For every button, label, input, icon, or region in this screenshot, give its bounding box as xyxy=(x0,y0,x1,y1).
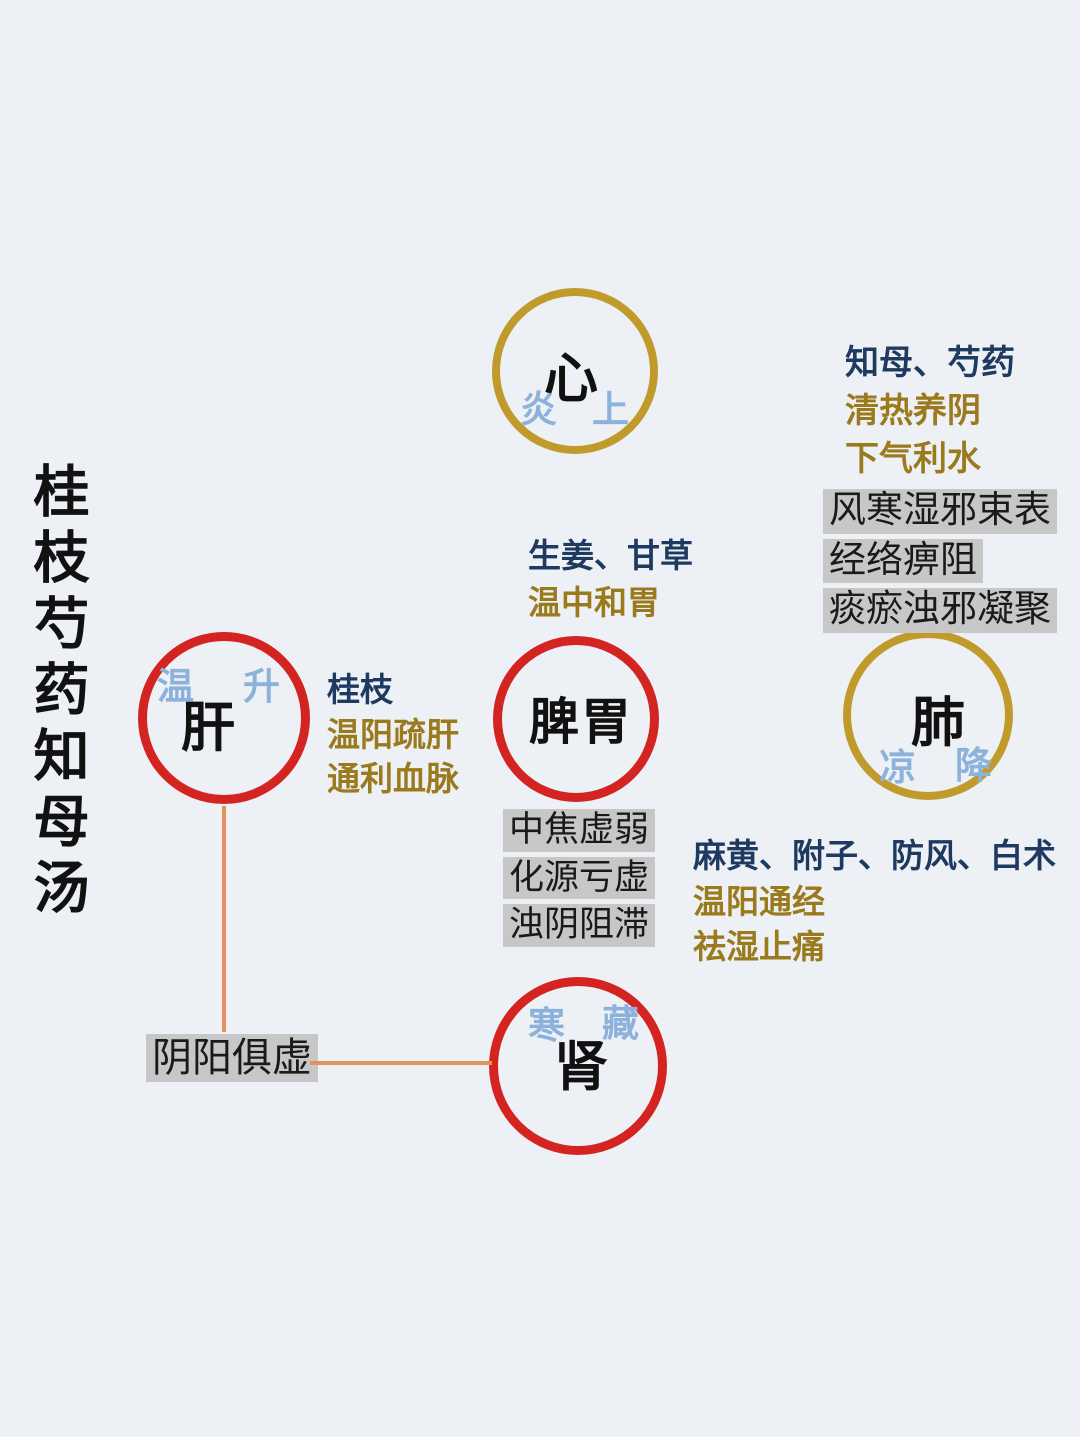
organ-label-lung: 肺 xyxy=(911,693,965,753)
note-heart-herbs: 知母、芍药 清热养阴 下气利水 xyxy=(845,344,1015,487)
herb-action-liver-2: 通利血脉 xyxy=(327,762,459,799)
direction-label-lung-left: 凉 xyxy=(879,748,916,789)
herb-list-liver: 桂枝 xyxy=(327,673,393,709)
organ-label-spleen-stomach: 脾胃 xyxy=(529,694,633,750)
pathology-middle-line-2: 化源亏虚 xyxy=(503,856,656,899)
organ-circle-spleen-stomach: 脾胃 xyxy=(493,636,659,802)
direction-label-kidney-right: 藏 xyxy=(602,1004,639,1045)
herb-action-lung-1: 温阳通经 xyxy=(693,884,825,921)
pathology-exterior-line-1: 风寒湿邪束表 xyxy=(823,489,1057,534)
herb-action-lung-2: 祛湿止痛 xyxy=(693,930,825,967)
organ-circle-lung: 肺 凉 降 xyxy=(843,630,1013,800)
direction-label-liver-left: 温 xyxy=(157,667,194,708)
pathology-kidney-label: 阴阳俱虚 xyxy=(146,1034,318,1082)
pathology-kidney-block: 阴阳俱虚 xyxy=(146,1034,318,1082)
herb-list-lung: 麻黄、附子、防风、白术 xyxy=(693,839,1056,875)
herb-action-liver-1: 温阳疏肝 xyxy=(327,717,459,754)
direction-label-liver-right: 升 xyxy=(243,667,280,708)
formula-title: 桂枝芍药知母汤 xyxy=(25,462,87,924)
direction-label-kidney-left: 寒 xyxy=(528,1006,565,1047)
pathology-middle-line-3: 浊阴阻滞 xyxy=(503,904,656,947)
herb-action-spleen-1: 温中和胃 xyxy=(528,585,660,622)
connector-label-to-kidney-horizontal xyxy=(310,1061,492,1065)
direction-label-heart-left: 炎 xyxy=(520,390,557,431)
organ-label-heart: 心 xyxy=(544,349,598,409)
organ-circle-heart: 心 炎 上 xyxy=(492,288,658,454)
pathology-exterior-block: 风寒湿邪束表 经络痹阻 痰瘀浊邪凝聚 xyxy=(823,489,1057,634)
organ-circle-kidney: 寒 藏 肾 xyxy=(489,977,667,1155)
connector-liver-to-kidney-vertical xyxy=(222,806,226,1032)
organ-circle-liver: 肝 温 升 xyxy=(138,632,310,804)
direction-label-lung-right: 降 xyxy=(955,746,992,787)
herb-action-heart-1: 清热养阴 xyxy=(845,392,981,430)
note-spleen-herbs: 生姜、甘草 温中和胃 xyxy=(528,538,693,631)
pathology-exterior-line-2: 经络痹阻 xyxy=(823,538,983,584)
pathology-middle-burner-block: 中焦虚弱 化源亏虚 浊阴阻滞 xyxy=(503,809,656,947)
note-liver-herbs: 桂枝 温阳疏肝 通利血脉 xyxy=(327,672,459,806)
organ-label-liver: 肝 xyxy=(181,698,235,758)
organ-label-kidney: 肾 xyxy=(554,1037,608,1097)
herb-action-heart-2: 下气利水 xyxy=(845,440,981,478)
herb-list-spleen: 生姜、甘草 xyxy=(528,539,693,575)
pathology-middle-line-1: 中焦虚弱 xyxy=(503,809,656,852)
direction-label-heart-right: 上 xyxy=(592,390,629,431)
herb-list-heart: 知母、芍药 xyxy=(845,345,1015,382)
pathology-exterior-line-3: 痰瘀浊邪凝聚 xyxy=(823,588,1057,634)
note-lung-herbs: 麻黄、附子、防风、白术 温阳通经 祛湿止痛 xyxy=(693,838,1056,975)
